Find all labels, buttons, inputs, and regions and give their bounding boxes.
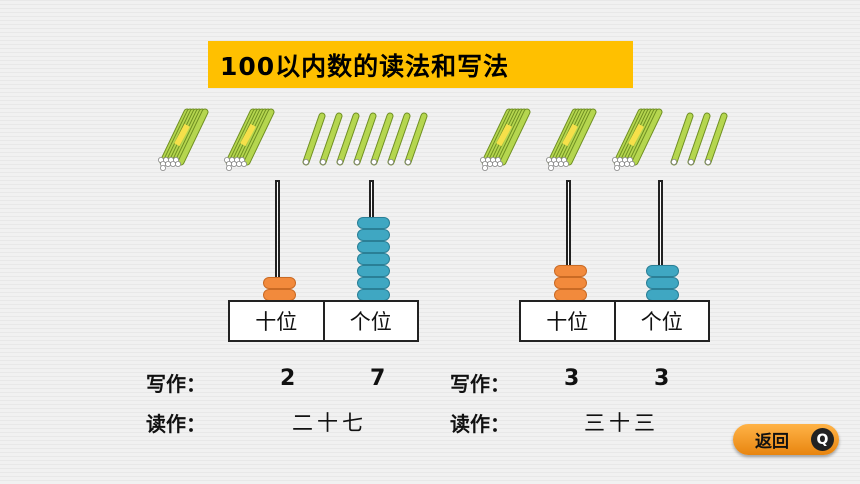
return-icon: Q <box>811 428 834 451</box>
tens-bead <box>554 277 587 289</box>
right-write-ones: 3 <box>654 366 670 391</box>
right-write-label: 写作： <box>450 372 510 396</box>
left-write-label: 写作： <box>146 372 206 396</box>
stick-icon <box>336 112 360 166</box>
stick-icon <box>353 112 377 166</box>
left-place-value-table: 十位 个位 <box>228 300 419 342</box>
left-write-ones: 7 <box>370 366 386 391</box>
stick-bundle-icon <box>223 108 275 171</box>
tens-place-label: 十位 <box>546 310 589 334</box>
back-button[interactable]: 返回 Q <box>733 424 839 455</box>
ones-bead <box>357 277 390 289</box>
page-title: 100以内数的读法和写法 <box>220 51 510 81</box>
stick-icon <box>387 112 411 166</box>
stick-icon <box>370 112 394 166</box>
ones-bead <box>357 241 390 253</box>
ones-bead <box>357 265 390 277</box>
stick-icon <box>404 112 428 166</box>
ones-bead <box>646 277 679 289</box>
stick-icon <box>704 112 728 166</box>
left-read-label: 读作： <box>146 412 206 436</box>
back-button-label: 返回 <box>755 432 789 452</box>
stick-bundle-icon <box>479 108 531 171</box>
stick-bundle-icon <box>157 108 209 171</box>
ones-bead <box>357 217 390 229</box>
right-place-value-table: 十位 个位 <box>519 300 710 342</box>
right-write-tens: 3 <box>564 366 580 391</box>
stick-bundle-icon <box>546 108 597 171</box>
right-read-label: 读作： <box>450 412 510 436</box>
left-write-tens: 2 <box>280 366 296 391</box>
ones-bead <box>357 229 390 241</box>
tens-place-label: 十位 <box>255 310 298 334</box>
right-read-value: 三十三 <box>584 411 659 435</box>
tens-bead <box>554 265 587 277</box>
title-banner: 100以内数的读法和写法 <box>208 41 633 88</box>
stick-bundle-icon <box>612 108 663 171</box>
ones-place-label: 个位 <box>322 302 418 340</box>
ones-bead <box>646 265 679 277</box>
stick-icon <box>670 112 694 166</box>
stick-icon <box>319 112 343 166</box>
tens-bead <box>263 277 296 289</box>
left-read-value: 二十七 <box>292 411 367 435</box>
stick-icon <box>302 112 326 166</box>
ones-place-label: 个位 <box>613 302 709 340</box>
ones-bead <box>357 253 390 265</box>
stick-icon <box>687 112 711 166</box>
